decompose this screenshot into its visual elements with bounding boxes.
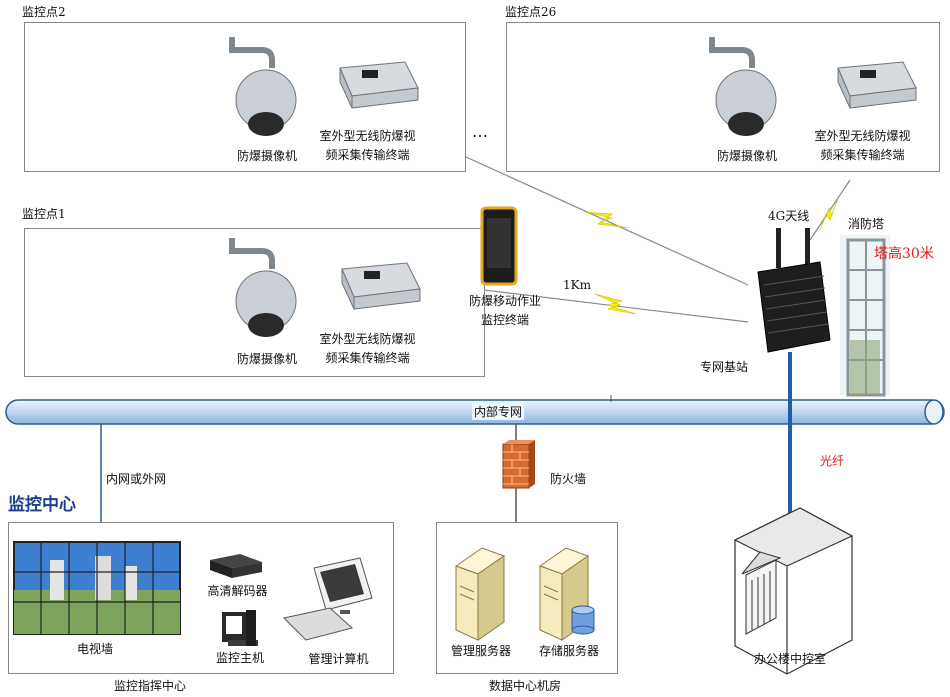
antenna-label: 4G天线 bbox=[768, 209, 810, 223]
monitor-center-title: 监控中心 bbox=[8, 495, 76, 515]
decoder-label: 高清解码器 bbox=[207, 584, 268, 598]
monitor-host-icon bbox=[222, 610, 258, 646]
site1-title: 监控点1 bbox=[22, 207, 66, 221]
site1-terminal-label-1: 室外型无线防爆视 bbox=[319, 332, 416, 346]
monitor-center-section-label: 监控指挥中心 bbox=[113, 679, 186, 693]
decoder-icon bbox=[210, 554, 262, 578]
base-station-icon bbox=[757, 228, 831, 353]
site26-title: 监控点26 bbox=[505, 5, 557, 19]
site1-terminal-label-2: 频采集传输终端 bbox=[325, 351, 410, 365]
distance-label: 1Km bbox=[563, 278, 591, 292]
monitor-host-label: 监控主机 bbox=[215, 651, 264, 665]
storage-server-label: 存储服务器 bbox=[538, 644, 599, 658]
wireless-link-site2 bbox=[454, 151, 749, 286]
network-bus-label: 内部专网 bbox=[472, 403, 525, 420]
ellipsis: … bbox=[472, 122, 490, 141]
site2-terminal-icon bbox=[339, 61, 419, 109]
left-link-label: 内网或外网 bbox=[106, 472, 167, 486]
site26-terminal-label-2: 频采集传输终端 bbox=[820, 148, 905, 162]
tower-label: 消防塔 bbox=[848, 217, 885, 231]
data-center-section-label: 数据中心机房 bbox=[488, 679, 561, 693]
lightning-site26 bbox=[819, 197, 839, 231]
site26-terminal-label-1: 室外型无线防爆视 bbox=[814, 129, 911, 143]
site1-terminal-icon bbox=[341, 262, 421, 310]
mobile-terminal-icon bbox=[480, 206, 518, 286]
site1-camera-icon bbox=[229, 238, 297, 337]
mobile-label-2: 监控终端 bbox=[480, 313, 529, 327]
base-station-label: 专网基站 bbox=[700, 360, 749, 374]
site1-camera-label: 防爆摄像机 bbox=[236, 352, 297, 366]
mobile-label-1: 防爆移动作业 bbox=[468, 294, 541, 308]
management-pc-label: 管理计算机 bbox=[308, 652, 369, 666]
site2-camera-label: 防爆摄像机 bbox=[236, 149, 297, 163]
management-server-icon bbox=[454, 547, 506, 641]
storage-server-icon bbox=[538, 547, 595, 641]
firewall-label: 防火墙 bbox=[550, 472, 587, 486]
site26-terminal-icon bbox=[837, 61, 917, 109]
site26-camera-icon bbox=[709, 37, 777, 136]
tv-wall-label: 电视墙 bbox=[76, 642, 113, 656]
office-building-icon bbox=[733, 507, 854, 675]
tower-height-label: 塔高30米 bbox=[874, 246, 934, 262]
lightning-site1 bbox=[594, 293, 637, 315]
site2-terminal-label-1: 室外型无线防爆视 bbox=[319, 129, 416, 143]
database-icon bbox=[571, 605, 595, 635]
firewall-icon bbox=[502, 440, 535, 489]
site26-camera-label: 防爆摄像机 bbox=[716, 149, 777, 163]
management-pc-icon bbox=[282, 557, 373, 641]
fiber-label: 光纤 bbox=[820, 454, 845, 468]
fire-tower-image bbox=[840, 235, 890, 397]
site2-camera-icon bbox=[229, 37, 297, 136]
site2-title: 监控点2 bbox=[22, 5, 66, 19]
tv-wall-icon bbox=[13, 541, 181, 635]
management-server-label: 管理服务器 bbox=[450, 644, 511, 658]
site2-terminal-label-2: 频采集传输终端 bbox=[325, 148, 410, 162]
lightning-site2 bbox=[584, 211, 629, 229]
office-label: 办公楼中控室 bbox=[753, 652, 826, 666]
